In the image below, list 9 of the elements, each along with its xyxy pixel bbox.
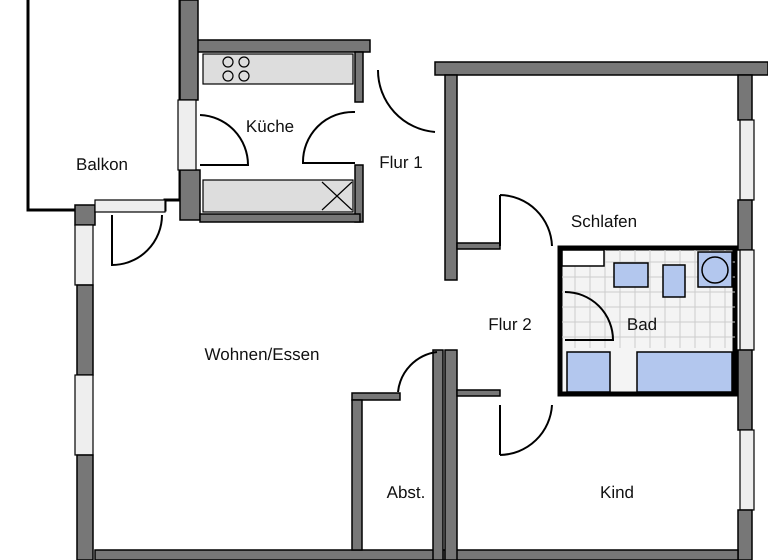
- room-label: Bad: [626, 315, 658, 335]
- room-label: Flur 2: [488, 315, 532, 335]
- room-label: Wohnen/Essen: [204, 345, 320, 365]
- room-label: Schlafen: [570, 212, 638, 232]
- room-label: Balkon: [76, 155, 128, 175]
- room-label: Flur 1: [379, 153, 423, 173]
- room-label: Abst.: [386, 483, 426, 503]
- room-label: Kind: [600, 483, 634, 503]
- room-label: Küche: [246, 117, 294, 137]
